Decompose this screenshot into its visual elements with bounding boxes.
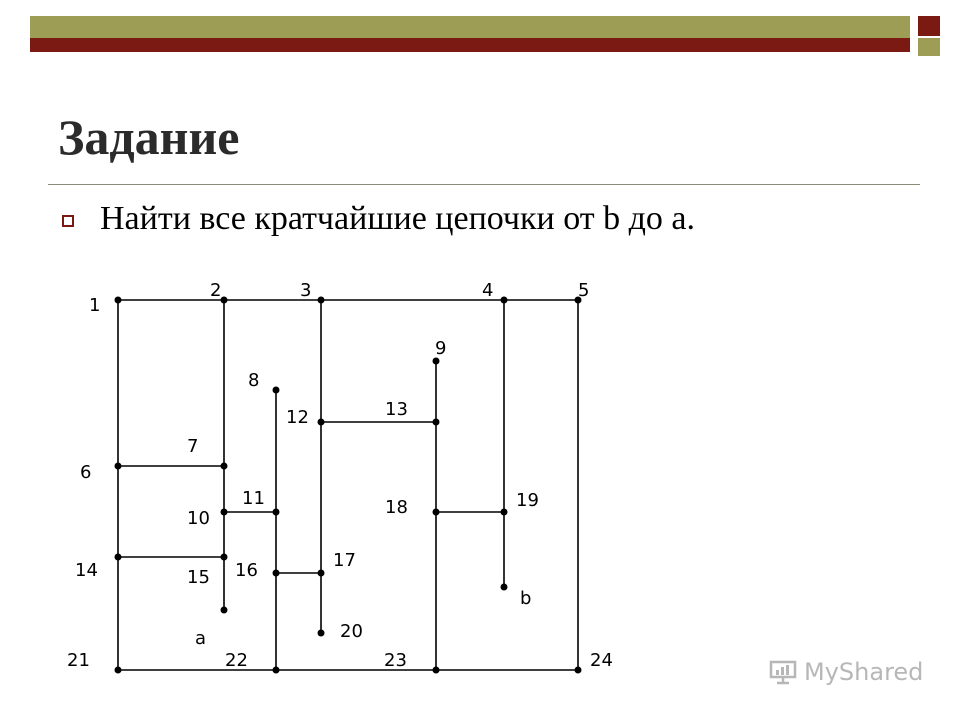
graph-edges xyxy=(117,299,579,671)
node-14 xyxy=(114,553,122,561)
node-label-14: 14 xyxy=(75,560,98,581)
node-b xyxy=(500,583,508,591)
node-label-12: 12 xyxy=(286,407,309,428)
bullet-square-icon xyxy=(62,215,74,227)
node-4 xyxy=(500,296,508,304)
node-24 xyxy=(574,666,582,674)
node-20 xyxy=(317,629,325,637)
node-label-9: 9 xyxy=(435,338,446,359)
node-label-19: 19 xyxy=(516,490,539,511)
watermark: MyShared xyxy=(768,658,923,686)
node-9 xyxy=(432,357,440,365)
graph-nodes xyxy=(114,296,582,674)
node-12 xyxy=(317,418,325,426)
node-18 xyxy=(432,508,440,516)
node-label-22: 22 xyxy=(225,650,248,671)
node-label-6: 6 xyxy=(80,462,91,483)
task-text: Найти все кратчайшие цепочки от b до a. xyxy=(100,200,695,237)
task-bullet: Найти все кратчайшие цепочки от b до a. xyxy=(62,200,695,238)
node-label-2: 2 xyxy=(210,280,221,301)
node-label-16: 16 xyxy=(235,560,258,581)
node-label-21: 21 xyxy=(67,650,90,671)
node-13 xyxy=(432,418,440,426)
watermark-text: MyShared xyxy=(804,658,924,686)
node-label-17: 17 xyxy=(333,550,356,571)
node-label-5: 5 xyxy=(578,280,589,301)
node-5 xyxy=(574,296,582,304)
node-label-7: 7 xyxy=(187,436,198,457)
node-19 xyxy=(500,508,508,516)
corner-square-olive xyxy=(918,38,940,56)
node-17 xyxy=(317,569,325,577)
node-label-3: 3 xyxy=(300,280,311,301)
node-21 xyxy=(114,666,122,674)
node-22 xyxy=(272,666,280,674)
node-label-23: 23 xyxy=(384,650,407,671)
node-11 xyxy=(272,508,280,516)
corner-square-maroon xyxy=(918,16,940,36)
node-label-18: 18 xyxy=(385,497,408,518)
node-label-20: 20 xyxy=(340,621,363,642)
node-23 xyxy=(432,666,440,674)
node-label-10: 10 xyxy=(187,508,210,529)
node-label-24: 24 xyxy=(590,650,613,671)
title-bar-olive-stripe xyxy=(30,16,910,38)
node-label-8: 8 xyxy=(248,370,259,391)
node-label-11: 11 xyxy=(242,488,265,509)
node-label-15: 15 xyxy=(187,567,210,588)
title-bar-decoration xyxy=(30,16,910,52)
node-15 xyxy=(220,553,228,561)
node-label-b: b xyxy=(520,588,531,609)
title-divider xyxy=(48,184,920,185)
node-10 xyxy=(220,508,228,516)
node-label-4: 4 xyxy=(482,280,493,301)
node-a xyxy=(220,606,228,614)
node-1 xyxy=(114,296,122,304)
node-8 xyxy=(272,386,280,394)
node-2 xyxy=(220,296,228,304)
node-7 xyxy=(220,462,228,470)
node-label-1: 1 xyxy=(89,295,100,316)
presentation-icon xyxy=(769,660,797,685)
node-6 xyxy=(114,462,122,470)
node-16 xyxy=(272,569,280,577)
title-bar-maroon-stripe xyxy=(30,38,910,52)
slide-title: Задание xyxy=(58,109,240,165)
node-label-a: a xyxy=(195,628,206,649)
node-label-13: 13 xyxy=(385,399,408,420)
node-3 xyxy=(317,296,325,304)
